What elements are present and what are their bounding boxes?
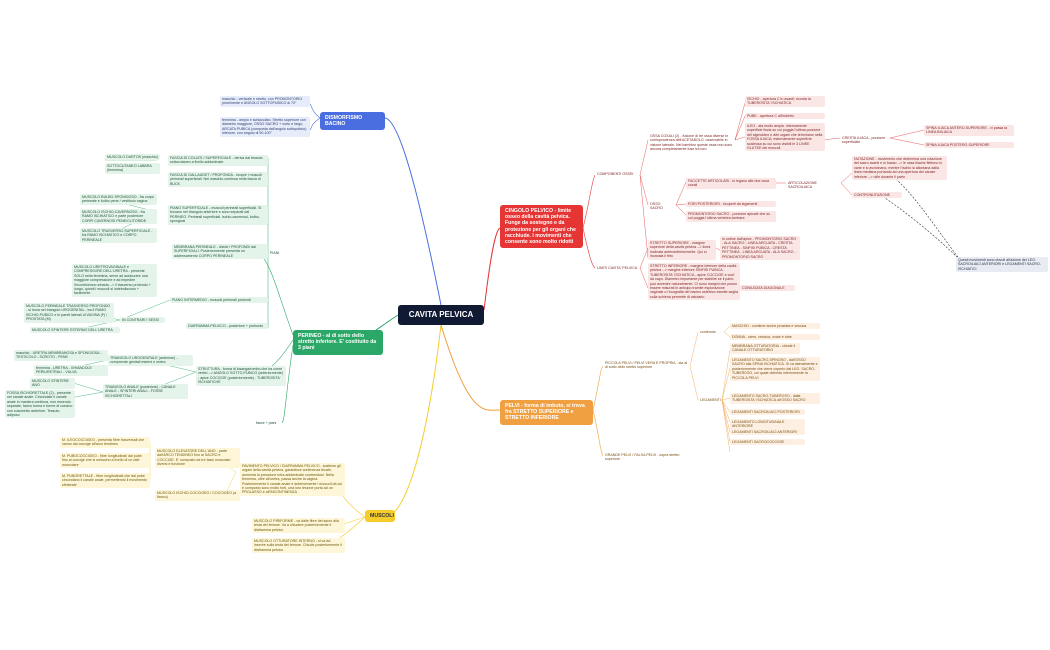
perineo-branch[interactable]: PERINEO - al di sotto dello stretto infe… xyxy=(293,330,383,355)
pelvi-contenuto: contenuto xyxy=(700,330,716,334)
spina-iliaca-antero-superiore: SPINA ILIACA ANTERO-SUPERIORE - vi passa… xyxy=(924,125,1014,136)
contenuto-donna: DONNA - utero, vescica, ovaie e tube xyxy=(730,334,820,341)
contronutazione: CONTRONUTAZIONE xyxy=(852,192,902,199)
piano-intermedio: PIANO INTERMEDIO - muscoli perineali pro… xyxy=(170,297,268,304)
muscolo-otturatore-interno: MUSCOLO OTTURATORE INTERNO - si va ad in… xyxy=(252,538,345,554)
promontorio-sacro: PROMONTORIO SACRO - porzione apicale che… xyxy=(686,211,776,222)
fascia-gallaudet: FASCIA DI GALLAUDET / PROFONDA - ricopre… xyxy=(168,172,268,188)
piccola-pelvi: PICCOLA PELVI / PELVI VERA E PROPRIA - s… xyxy=(605,361,688,370)
legamenti-sacroiliaci-posteriori: LEGAMENTI SACROILIACI POSTERIORI xyxy=(730,409,805,416)
contrari-sessi: IN CONTRARI I SESSI xyxy=(120,317,165,324)
nota-movimenti: Questi movimenti sono dovuti all'azione … xyxy=(956,257,1048,273)
muscolo-sfintere-uretra: MUSCOLO SFINTERE ESTERNO DELL'URETRA xyxy=(30,327,120,334)
perineo-piani: PIANI xyxy=(270,251,280,255)
muscolo-ischio-cavernoso: MUSCOLO ISCHIO-CAVERNOSO - fra RAMO ISCH… xyxy=(80,209,157,225)
dismorfismo-maschio: maschio - verticale e stretto, con PROMO… xyxy=(220,96,310,107)
pavimento-pelvico: PAVIMENTO PELVICO / DIAFRAMMA PELVICO - … xyxy=(240,463,345,496)
muscolo-trasverso-profondo: MUSCOLO PERINEALE TRASVERSO PROFONDO - s… xyxy=(24,303,114,323)
m-puborettale: M. PUBORETTALE - fibre longitudinali che… xyxy=(60,473,150,489)
spina-iliaca-postero-superiore: SPINA ILIACA POSTERO-SUPERIORE xyxy=(924,142,1014,149)
stretto-inferiore: STRETTO INFERIORE - margine inferiore de… xyxy=(648,263,740,301)
ileo: ILEO - ala molto ampia. Internamente sup… xyxy=(745,123,825,152)
osso-coxali: OSSA COXALI (2) - fusione di tre ossa di… xyxy=(650,134,733,152)
pelvi-branch[interactable]: PELVI - forma di imbuto, si trova fra ST… xyxy=(500,400,593,425)
cresta-iliaca: CRESTA ILIACA - porzione superficiale xyxy=(842,136,886,145)
osso-sacro: OSSO SACRO xyxy=(650,202,663,211)
m-ileococcigeo: M. ILEOCOCCIGEO - presenta fibre trasver… xyxy=(60,437,150,448)
central-topic[interactable]: CAVITA PELVICA xyxy=(398,305,484,325)
stretto-superiore: STRETTO SUPERIORE - margine superiore de… xyxy=(648,240,716,260)
limiti-cavita-pelvica: LIMITI CAVITA' PELVICA xyxy=(597,266,638,270)
cingolo-pelvico-branch[interactable]: CINGOLO PELVICO - limite osseo della cav… xyxy=(500,205,583,249)
legamento-longitudinale-anteriore: LEGAMENTO LONGITUDINALE ANTERIORE xyxy=(730,419,805,430)
muscolo-piriforme: MUSCOLO PIRIFORME - va dalle fibre del s… xyxy=(252,518,345,534)
fori-posteriori: FORI POSTERIORI - ricoperti da legamenti xyxy=(686,201,776,208)
ischio: ISCHIO - apertura C in avanti; ricorda l… xyxy=(745,96,825,107)
muscolo-dartos: MUSCOLO DARTOS (maschio) xyxy=(105,154,160,161)
pube: PUBE - apertura C all'indietro xyxy=(745,113,825,120)
muscolo-bulbo-spongioso: MUSCOLO BULBO-SPONGIOSO - fra corpo peri… xyxy=(80,194,157,205)
pelvi-legamenti: LEGAMENTI xyxy=(700,398,721,402)
legamento-sacro-spinoso: LEGAMENTO SACRO-SPINOSO - dall'OSSO SACR… xyxy=(730,357,820,382)
triangolo-urogenitale: TRIANGOLO UROGENITALE (anteriore) - comp… xyxy=(108,355,193,366)
muscolo-ischio-coccigeo: MUSCOLO ISCHIO-COCCIGEO / COCCIGEO (a fi… xyxy=(155,490,240,501)
nutazione: NUTAZIONE - movimento che determina una … xyxy=(852,156,947,181)
dismorfismo-branch[interactable]: DISMORFISMO BACINO xyxy=(320,112,385,131)
struttura-perineo: STRUTTURA - forma di losanga/rombo che h… xyxy=(196,366,286,386)
coniugata-diagonale: CONIUGATA DIAGONALE xyxy=(740,285,795,292)
legamento-sacro-tuberoso: LEGAMENTO SACRO-TUBEROSO - dalla TUBEROS… xyxy=(730,393,820,404)
muscolo-uretrovaginale: MUSCOLO URETROVAGINALE e COMPRESSORE DEL… xyxy=(72,264,157,297)
faccette-articolari: FACCETTE ARTICOLARI - lo legano alle due… xyxy=(686,178,776,189)
maschio-uretra: maschio - URETRA MEMBRANOSA e SPONGIOSA … xyxy=(14,350,108,361)
perineo-fasce-piani: fasce + piani xyxy=(256,421,277,425)
muscolo-sfintere-ano: MUSCOLO SFINTERE ANO xyxy=(30,378,75,389)
articolazione-sacroiliaca: ARTICOLAZIONE SACROILIACA xyxy=(788,181,817,190)
dismorfismo-femmina: femmina - ampio e schiacciato. Stretto s… xyxy=(220,117,310,137)
muscolo-trasverso-superficiale: MUSCOLO TRASVERSO SUPERFICIALE - fra RAM… xyxy=(80,228,157,244)
triangolo-anale: TRIANGOLO ANALE (posteriore) - CANALE AN… xyxy=(103,384,188,400)
fossa-ischiorettale: FOSSA ISCHIORETTALE (2) - presente nel c… xyxy=(5,390,75,419)
contenuto-maschio: MASCHIO - contiene anche prostata e vesc… xyxy=(730,323,820,330)
componenti-ossei: COMPONENTI OSSEI xyxy=(597,172,634,176)
grande-pelvi: GRANDE PELVI / FALSA PELVI - sopra stret… xyxy=(605,453,680,462)
m-pubococcigeo: M. PUBOCOCCIGEO - fibre longitudinali da… xyxy=(60,453,150,469)
piano-superficiale: PIANO SUPERFICIALE - muscoli perineali s… xyxy=(168,205,268,225)
legamenti-sacrococcigei: LEGAMENTI SACROCOCCIGEI xyxy=(730,439,805,446)
stretto-superiore-ordine: in ordine dall'apice - PROMONTORIO SACRO… xyxy=(720,236,800,261)
membrana-otturatoria: MEMBRANA OTTURATORIA - chiude il CANALE … xyxy=(730,343,800,354)
legamenti-sacroiliaci-anteriori: LEGAMENTI SACROILIACI ANTERIORI xyxy=(730,429,805,436)
muscolo-elevatore-ano: MUSCOLO ELEVATORE DELL'ANO - parte dall'… xyxy=(155,448,240,468)
muscoli-branch[interactable]: MUSCOLI xyxy=(365,510,395,523)
fascia-colles: FASCIA DI COLLES / SUPERFICIALE - deriva… xyxy=(168,155,268,166)
diaframma-pelvico: DIAFRAMMA PELVICO - posteriore + profond… xyxy=(186,323,268,330)
sottocutaneo-labbra: SOTTOCUTANEO LABBRA (femmina) xyxy=(105,163,160,174)
femmina-uretra: femmina - URETRA - GHIANDOLE PERIURETRAL… xyxy=(34,365,108,376)
membrana-perineale: MEMBRANA PERINEALE - divide i PROFONDI d… xyxy=(172,244,268,260)
